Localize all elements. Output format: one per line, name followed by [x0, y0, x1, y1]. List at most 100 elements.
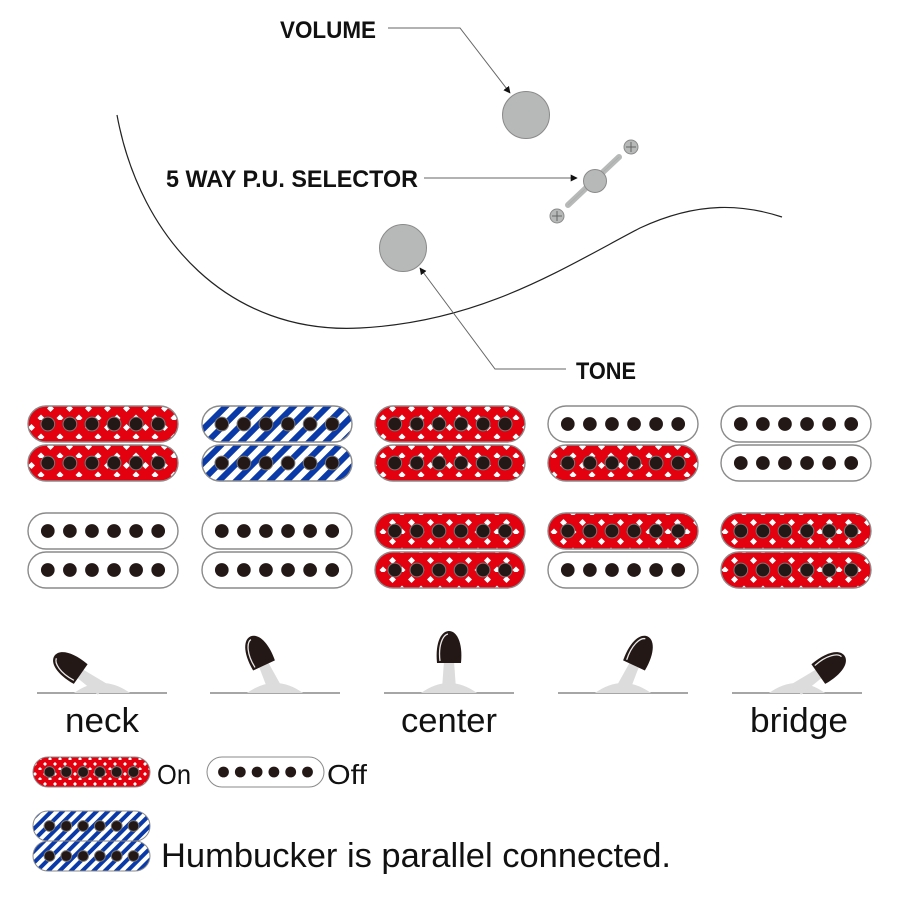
selector-toggle-pos4[interactable]: [558, 631, 688, 694]
coil-top: [374, 405, 526, 443]
pole-piece: [604, 455, 620, 471]
tone-label: TONE: [576, 358, 636, 385]
toggle-lever[interactable]: [612, 631, 659, 694]
pole-piece: [303, 563, 317, 577]
coil-top: [201, 405, 353, 443]
pole-piece: [475, 416, 491, 432]
toggle-tip: [811, 652, 846, 684]
pole-piece: [843, 523, 859, 539]
pole-piece: [799, 562, 815, 578]
pole-piece: [128, 416, 144, 432]
pole-piece: [453, 416, 469, 432]
pole-piece: [268, 766, 280, 778]
pole-piece: [560, 417, 575, 431]
pole-piece: [582, 523, 598, 539]
pole-piece: [844, 456, 859, 470]
pole-piece: [62, 455, 78, 471]
selector-toggle-pos5[interactable]: [732, 646, 862, 700]
tone-knob[interactable]: [379, 224, 427, 272]
pole-piece: [110, 820, 123, 832]
pole-piece: [106, 416, 122, 432]
pole-piece: [259, 563, 273, 577]
pole-piece: [582, 455, 598, 471]
coil-top: [32, 810, 151, 842]
pole-piece: [40, 455, 56, 471]
selector-toggle-pos3[interactable]: [384, 631, 514, 694]
pole-piece: [821, 562, 837, 578]
pole-piece: [409, 523, 425, 539]
pickup-set-pos5: [720, 405, 872, 589]
pole-piece: [281, 563, 295, 577]
pole-piece: [127, 850, 140, 862]
pole-piece: [107, 524, 121, 538]
pole-piece: [127, 766, 140, 778]
pole-piece: [497, 416, 513, 432]
humbucker-upper: [374, 405, 526, 482]
coil-top: [547, 512, 699, 550]
pickup-grid: [27, 405, 872, 589]
pickup-set-pos2: [201, 405, 353, 589]
humbucker-upper: [547, 405, 699, 482]
coil-bottom: [547, 551, 699, 589]
pole-piece: [387, 523, 403, 539]
pole-piece: [151, 524, 166, 538]
pickup-selector-switch[interactable]: [565, 154, 622, 208]
coil-bottom: [374, 444, 526, 482]
pole-piece: [214, 524, 229, 538]
position-label-center: center: [401, 702, 497, 740]
pole-piece: [214, 416, 230, 432]
volume-label: VOLUME: [280, 17, 376, 44]
pole-piece: [671, 563, 686, 577]
legend-on-swatch: [32, 756, 151, 788]
coil-top: [201, 512, 353, 550]
toggle-lever[interactable]: [239, 631, 286, 694]
pole-piece: [94, 766, 106, 778]
selector-toggle-pos2[interactable]: [210, 631, 340, 694]
coil-bottom: [201, 444, 353, 482]
humbucker-lower: [720, 512, 872, 589]
pole-piece: [671, 417, 686, 431]
pole-piece: [324, 416, 340, 432]
pole-piece: [800, 417, 814, 431]
coil-bottom: [547, 444, 699, 482]
coil-top: [547, 405, 699, 443]
humbucker-upper: [27, 405, 179, 482]
pole-piece: [453, 455, 469, 471]
volume-knob[interactable]: [502, 91, 550, 139]
pole-piece: [110, 766, 123, 778]
coil-bottom: [720, 551, 872, 589]
pole-piece: [756, 456, 770, 470]
pole-piece: [431, 455, 447, 471]
pole-piece: [218, 766, 229, 778]
pole-piece: [431, 523, 447, 539]
pole-piece: [648, 523, 664, 539]
pole-piece: [648, 455, 664, 471]
coil-top: [374, 512, 526, 550]
pole-piece: [649, 417, 663, 431]
pole-piece: [324, 455, 340, 471]
pole-piece: [409, 455, 425, 471]
humbucker-upper: [720, 405, 872, 482]
pole-piece: [475, 523, 491, 539]
coil-bottom: [201, 551, 353, 589]
pole-piece: [258, 416, 274, 432]
pole-piece: [258, 455, 274, 471]
pole-piece: [560, 563, 575, 577]
pole-piece: [302, 416, 318, 432]
pole-piece: [800, 456, 814, 470]
tone-leader-line: [419, 267, 566, 370]
humbucker-lower: [27, 512, 179, 589]
pole-piece: [214, 455, 230, 471]
toggle-lever[interactable]: [436, 631, 462, 689]
pole-piece: [387, 562, 403, 578]
selector-toggle-pos1[interactable]: [37, 646, 167, 700]
toggle-lever[interactable]: [790, 646, 852, 700]
screw-icon: [549, 208, 565, 224]
coil-top: [720, 405, 872, 443]
pole-piece: [150, 455, 166, 471]
legend-off-swatch: [206, 756, 325, 788]
pole-piece: [62, 416, 78, 432]
toggle-lever[interactable]: [47, 646, 109, 700]
pole-piece: [280, 455, 296, 471]
pole-piece: [649, 563, 663, 577]
